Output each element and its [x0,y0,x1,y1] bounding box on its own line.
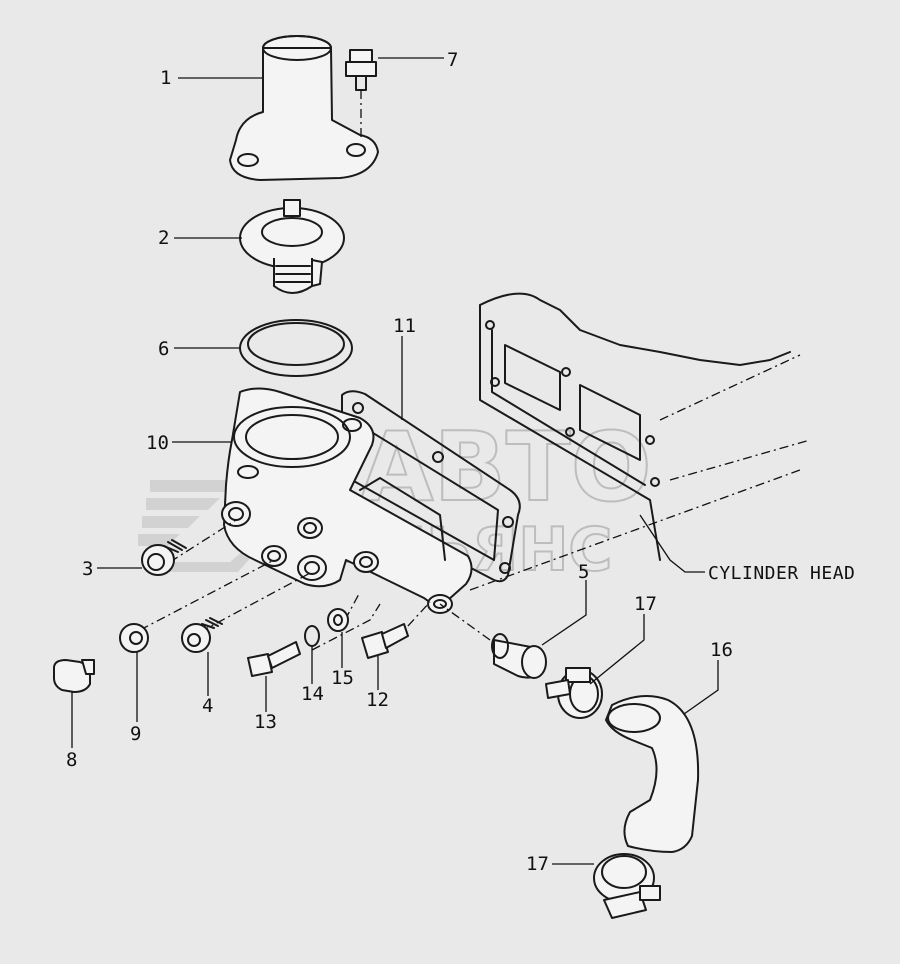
part-6-gasket-ring [239,319,353,377]
part-4-plug [181,617,223,653]
part-12-bolt [361,623,409,659]
cylinder-head-label: CYLINDER HEAD [708,563,855,584]
callout-5: 5 [578,561,589,583]
part-15-washer [327,608,349,632]
part-10-thermostat-case [221,387,473,614]
callout-8: 8 [66,749,77,771]
part-7-bolt [345,49,377,140]
leader-lines [71,57,719,865]
part-9-washer [119,623,149,653]
cylinder-head [469,292,811,591]
callout-16: 16 [710,639,733,661]
callout-12: 12 [366,689,389,711]
callout-4: 4 [202,695,213,717]
part-13-bolt [247,641,301,677]
callout-1: 1 [160,67,171,89]
callout-6: 6 [158,338,169,360]
part-5-pipe [491,633,547,679]
part-1-thermostat-cover [229,35,379,181]
part-17-hose-clamp-upper [545,667,603,719]
callout-14: 14 [301,683,324,705]
callout-3: 3 [82,558,93,580]
callout-7: 7 [447,49,458,71]
callout-9: 9 [130,723,141,745]
callout-15: 15 [331,667,354,689]
part-17-hose-clamp-lower [593,853,661,919]
part-3-plug [141,539,187,576]
callout-labels: 1 7 2 6 11 10 3 5 17 16 8 9 4 13 14 15 1… [66,49,733,875]
part-8-plug-bolt [53,659,95,693]
callout-17-lower: 17 [526,853,549,875]
part-2-thermostat [239,199,345,294]
watermark-logo [138,480,262,572]
part-16-rubber-hose [605,695,700,853]
part-14-spring-washer [304,625,320,647]
callout-13: 13 [254,711,277,733]
callout-17-upper: 17 [634,593,657,615]
watermark-text-line1: АВТО [360,413,652,523]
callout-10: 10 [146,432,169,454]
callout-11: 11 [393,315,416,337]
callout-2: 2 [158,227,169,249]
